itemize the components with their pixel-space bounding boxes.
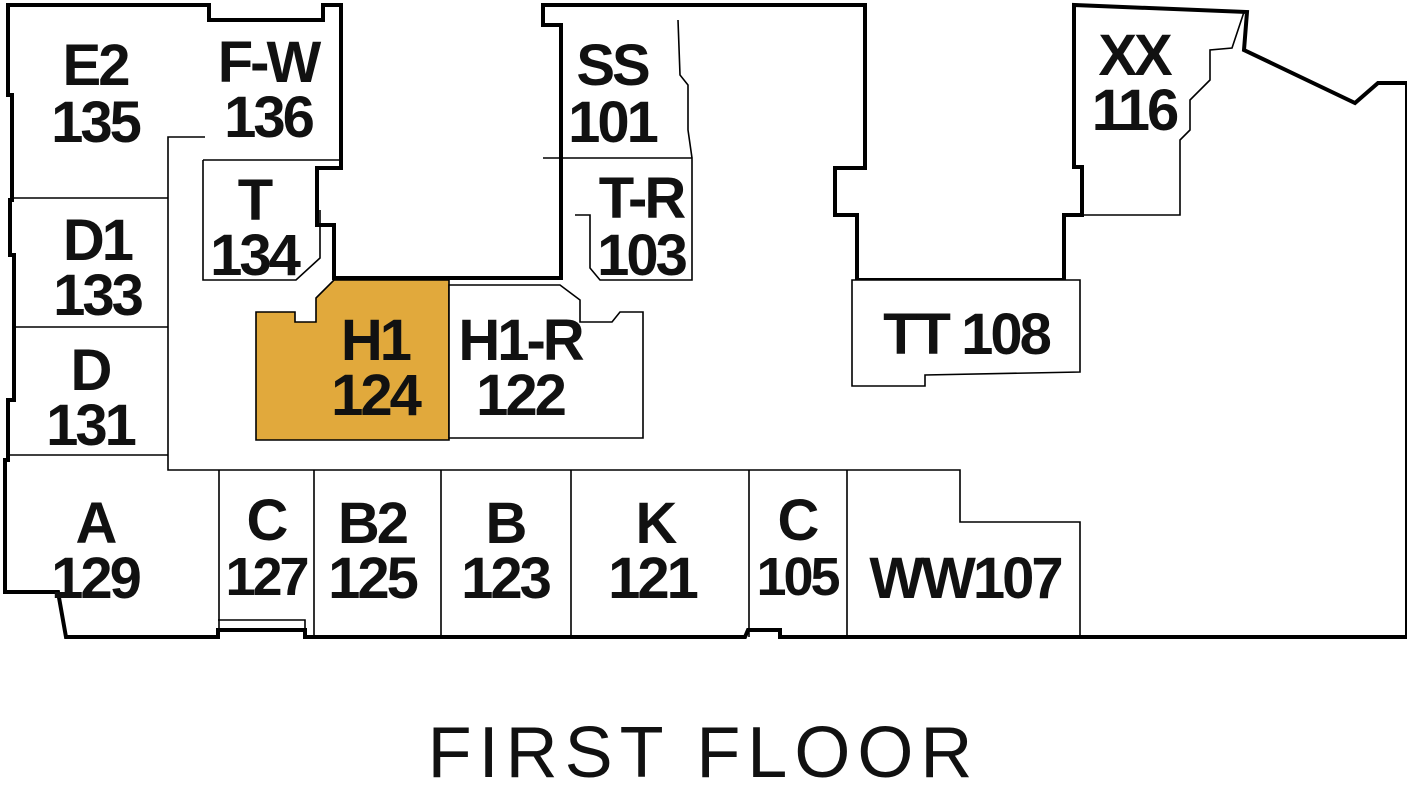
- svg-text:136: 136: [224, 85, 314, 150]
- svg-text:SS: SS: [576, 33, 649, 98]
- svg-text:T: T: [238, 168, 273, 233]
- label-b2: B2 125: [328, 491, 421, 611]
- svg-text:134: 134: [210, 223, 301, 288]
- svg-text:129: 129: [51, 546, 141, 611]
- unit-h1-124[interactable]: [255, 279, 450, 441]
- unit-h1r-122[interactable]: [448, 284, 644, 439]
- svg-text:D: D: [71, 338, 111, 403]
- svg-text:121: 121: [608, 546, 698, 611]
- svg-text:B2: B2: [338, 491, 407, 556]
- label-b: B 123: [461, 491, 554, 611]
- svg-text:C: C: [247, 488, 288, 553]
- svg-text:D1: D1: [63, 208, 133, 273]
- north-unit-dividers: [202, 19, 693, 281]
- south-unit-dividers: [218, 470, 848, 637]
- svg-text:105: 105: [756, 547, 839, 607]
- label-tt: TT 108: [883, 302, 1053, 367]
- svg-text:101: 101: [568, 90, 658, 155]
- left-corridor: [167, 136, 1081, 637]
- label-d: D 131: [46, 338, 139, 458]
- svg-text:T-R: T-R: [599, 166, 686, 231]
- svg-text:131: 131: [46, 393, 136, 458]
- xx-divider: [1082, 11, 1245, 216]
- svg-text:A: A: [76, 491, 117, 556]
- svg-text:125: 125: [328, 546, 418, 611]
- label-fw: F-W 136: [218, 30, 325, 150]
- svg-text:135: 135: [51, 90, 141, 155]
- svg-text:103: 103: [597, 223, 687, 288]
- label-e2: E2 135: [51, 33, 144, 155]
- svg-text:133: 133: [53, 263, 143, 328]
- label-ww: WW107: [869, 546, 1064, 611]
- svg-text:124: 124: [331, 363, 422, 428]
- floor-title: FIRST FLOOR: [427, 713, 980, 793]
- label-tr: T-R 103: [597, 166, 690, 288]
- svg-text:WW107: WW107: [869, 546, 1061, 611]
- svg-text:127: 127: [225, 547, 307, 607]
- label-a: A 129: [51, 491, 144, 611]
- unit-tt-108[interactable]: [851, 279, 1081, 387]
- svg-text:K: K: [636, 491, 678, 556]
- svg-text:H1: H1: [341, 308, 411, 373]
- label-ss: SS 101: [568, 33, 661, 155]
- label-h1: H1 124: [331, 308, 425, 428]
- left-wing-outline: [3, 2, 1407, 639]
- svg-text:122: 122: [476, 363, 565, 428]
- svg-text:B: B: [486, 491, 526, 556]
- svg-text:C: C: [778, 488, 819, 553]
- label-t: T 134: [210, 168, 304, 288]
- svg-text:F-W: F-W: [218, 30, 322, 95]
- west-unit-dividers: [10, 197, 168, 456]
- svg-text:XX: XX: [1098, 23, 1173, 88]
- label-h1r: H1-R 122: [458, 308, 586, 428]
- label-xx: XX 116: [1092, 23, 1181, 143]
- svg-text:TT 108: TT 108: [883, 302, 1050, 367]
- label-c105: C 105: [756, 488, 842, 607]
- label-c127: C 127: [225, 488, 310, 607]
- label-d1: D1 133: [53, 208, 146, 328]
- label-k: K 121: [608, 491, 701, 611]
- svg-text:H1-R: H1-R: [458, 308, 583, 373]
- svg-text:123: 123: [461, 546, 551, 611]
- svg-text:116: 116: [1092, 78, 1178, 143]
- svg-text:E2: E2: [63, 33, 129, 98]
